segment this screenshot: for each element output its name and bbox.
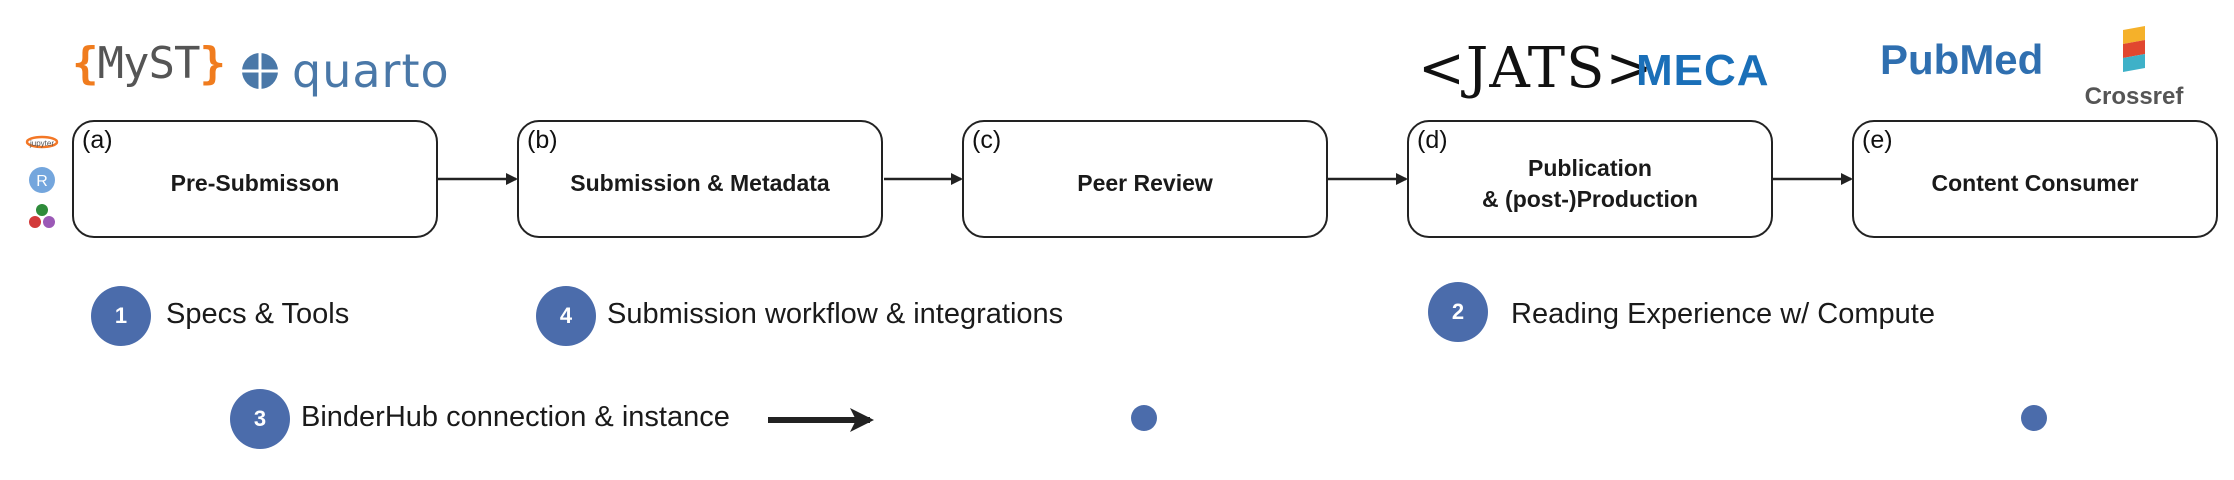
- svg-text:R: R: [36, 173, 48, 190]
- quarto-icon: [242, 53, 278, 89]
- stage-tag: (c): [972, 126, 1002, 154]
- legend-label-submission-workflow: Submission workflow & integrations: [607, 298, 1064, 330]
- jupyter-icon: jupyter: [25, 135, 59, 149]
- crossref-logo: Crossref: [2084, 26, 2184, 111]
- legend-number-badge: 2: [1428, 282, 1488, 342]
- myst-logo: {MyST}: [72, 38, 226, 89]
- stage-tag: (a): [82, 126, 113, 154]
- meca-logo: MECA: [1636, 46, 1770, 95]
- side-icons: jupyter R: [22, 128, 62, 243]
- pubmed-logo: PubMed: [1880, 36, 2044, 83]
- legend-number-badge: 3: [230, 389, 290, 449]
- stage-title: Peer Review: [1077, 170, 1213, 197]
- stage-title: Submission & Metadata: [570, 170, 830, 197]
- stage-tag: (b): [527, 126, 558, 154]
- stage-title: Content Consumer: [1931, 170, 2139, 197]
- binderhub-dot-content-consumer: [2021, 405, 2047, 431]
- binderhub-dot-peer-review: [1131, 405, 1157, 431]
- legend-label-binderhub: BinderHub connection & instance: [301, 401, 730, 433]
- jats-logo: <JATS>: [1418, 36, 1654, 101]
- stage-box-pre-submission: (a) Pre-Submisson: [72, 120, 438, 238]
- svg-text:jupyter: jupyter: [29, 139, 54, 148]
- legend-number-badge: 4: [536, 286, 596, 346]
- stage-box-peer-review: (c) Peer Review: [962, 120, 1328, 238]
- r-icon: R: [29, 167, 55, 193]
- legend-label-specs-tools: Specs & Tools: [166, 298, 350, 330]
- colab-dots-icon: [29, 204, 55, 228]
- quarto-logo: quarto: [240, 44, 450, 98]
- stage-title: Pre-Submisson: [170, 170, 340, 197]
- stage-title: Publication & (post-)Production: [1482, 154, 1698, 212]
- stage-tag: (d): [1417, 126, 1448, 154]
- stage-box-content-consumer: (e) Content Consumer: [1852, 120, 2218, 238]
- stage-box-publication: (d) Publication & (post-)Production: [1407, 120, 1773, 238]
- legend-number-badge: 1: [91, 286, 151, 346]
- stage-box-submission-metadata: (b) Submission & Metadata: [517, 120, 883, 238]
- legend-label-reading-experience: Reading Experience w/ Compute: [1511, 298, 1935, 330]
- crossref-icon: [2123, 26, 2145, 72]
- stage-tag: (e): [1862, 126, 1893, 154]
